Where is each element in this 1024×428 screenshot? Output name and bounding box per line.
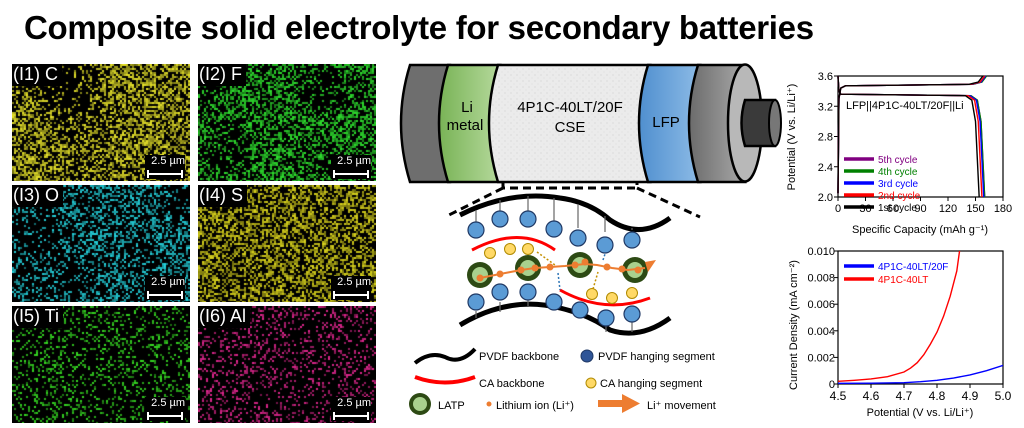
x-tick-label: 180 (994, 203, 1012, 215)
y-tick-label: 3.6 (818, 71, 833, 83)
anode-label-line1: Li (461, 99, 473, 116)
charge-discharge-chart: 0 30 60 90 120 150 180 2.0 2.4 2.8 3.2 3.6 5th cycle… (786, 71, 1012, 236)
chart2-y-axis-label: Current Density (mA cm⁻²) (788, 260, 800, 390)
chart1-plot-area: 0 30 60 90 120 150 180 2.0 2.4 2.8 3.2 3.6 5th cycle… (818, 71, 1012, 215)
x-tick-label: 120 (939, 203, 957, 215)
x-tick-label: 30 (859, 203, 871, 215)
eds-map-aluminum: (I6) Al 2.5 µm (198, 306, 376, 423)
y-tick-label: 0.008 (807, 273, 835, 285)
eds-map-carbon: (I1) C 2.5 µm (12, 64, 190, 181)
y-tick-label: 3.2 (818, 101, 833, 113)
battery-terminal (740, 98, 782, 148)
cathode-label: LFP (652, 114, 680, 131)
legend-latp: LATP (438, 400, 465, 412)
y-tick-label: 2.4 (818, 162, 833, 174)
li-ion-swatch (486, 401, 492, 407)
scale-bar-label: 2.5 µm (337, 397, 371, 409)
x-tick-label: 4.8 (929, 389, 946, 403)
legend-lithium-ion: Lithium ion (Li⁺) (496, 400, 574, 412)
li-ion-path (476, 258, 656, 282)
series-line (838, 364, 1003, 384)
x-tick-label: 4.6 (863, 389, 880, 403)
series-line-discharge (837, 75, 980, 198)
eds-map-label: (I3) O (12, 185, 64, 207)
scale-bar-label: 2.5 µm (337, 276, 371, 288)
y-tick-label: 0.010 (807, 246, 835, 258)
page-title: Composite solid electrolyte for secondar… (24, 9, 814, 46)
legend-pvdf-backbone: PVDF backbone (479, 351, 559, 363)
eds-map-oxygen: (I3) O 2.5 µm (12, 185, 190, 302)
electrolyte-label-line1: 4P1C-40LT/20F (517, 99, 623, 116)
x-tick-label: 4.7 (896, 389, 913, 403)
legend-entry: 5th cycle (878, 155, 918, 166)
chart1-y-axis-label: Potential (V vs. Li/Li⁺) (786, 84, 798, 191)
pvdf-hanging-segments (467, 210, 641, 327)
scale-bar-label: 2.5 µm (151, 155, 185, 167)
ca-backbone-swatch (414, 375, 476, 385)
ca-hanging-segments (484, 243, 638, 304)
eds-map-label: (I2) F (198, 64, 246, 86)
li-movement-arrow-icon (598, 394, 640, 413)
legend-entry: 2nd cycle (878, 191, 921, 202)
battery-schematic: Li metal 4P1C-40LT/20F CSE LFP (399, 63, 782, 415)
y-tick-label: 2.8 (818, 132, 833, 144)
x-tick-label: 4.5 (830, 389, 847, 403)
chart1-annotation: LFP||4P1C-40LT/20F||Li (846, 100, 964, 112)
x-tick-label: 4.9 (962, 389, 979, 403)
battery-left-cap (399, 63, 452, 184)
scale-bar-label: 2.5 µm (151, 276, 185, 288)
scale-bar-label: 2.5 µm (151, 397, 185, 409)
electrolyte-label-line2: CSE (555, 119, 586, 136)
y-tick-label: 0.004 (807, 326, 835, 338)
legend-ca-hanging: CA hanging segment (600, 378, 702, 390)
eds-map-titanium: (I5) Ti 2.5 µm (12, 306, 190, 423)
lsv-chart: 4.5 4.6 4.7 4.8 4.9 5.0 0 0.002 0.004 0.006 0.008 0… (788, 246, 1012, 419)
x-tick-label: 150 (966, 203, 984, 215)
eds-map-label: (I4) S (198, 185, 248, 207)
chart2-plot-area: 4.5 4.6 4.7 4.8 4.9 5.0 0 0.002 0.004 0.006 0.008 0… (807, 246, 1011, 403)
y-tick-label: 2.0 (818, 192, 833, 204)
series-line (838, 251, 961, 383)
scale-bar: 2.5 µm (145, 397, 185, 421)
pvdf-hanging-swatch (580, 349, 594, 363)
x-tick-label: 0 (835, 203, 841, 215)
legend-entry: 3rd cycle (878, 179, 918, 190)
legend-li-movement: Li⁺ movement (647, 400, 716, 412)
chart1-x-axis-label: Specific Capacity (mAh g⁻¹) (852, 224, 988, 236)
x-tick-label: 5.0 (995, 389, 1012, 403)
anode-label-line2: metal (447, 117, 484, 134)
x-tick-label: 60 (887, 203, 899, 215)
x-tick-label: 90 (914, 203, 926, 215)
chart2-x-axis-label: Potential (V vs. Li/Li⁺) (867, 407, 974, 419)
y-tick-label: 0.006 (807, 299, 835, 311)
y-tick-label: 0 (829, 379, 835, 391)
legend-ca-backbone: CA backbone (479, 378, 544, 390)
scale-bar: 2.5 µm (145, 155, 185, 179)
scale-bar: 2.5 µm (145, 276, 185, 300)
y-tick-label: 0.002 (807, 352, 835, 364)
legend-entry: 4P1C-40LT (878, 275, 928, 286)
schematic-legend: PVDF backbone PVDF hanging segment CA ba… (409, 347, 716, 415)
scale-bar-label: 2.5 µm (337, 155, 371, 167)
eds-map-label: (I1) C (12, 64, 62, 86)
battery-electrolyte-cse: 4P1C-40LT/20F CSE (487, 63, 652, 184)
eds-map-label: (I5) Ti (12, 306, 64, 328)
eds-map-fluorine: (I2) F 2.5 µm (198, 64, 376, 181)
chart2-frame (837, 250, 1004, 385)
scale-bar: 2.5 µm (331, 155, 371, 179)
legend-pvdf-hanging: PVDF hanging segment (598, 351, 715, 363)
eds-map-sulfur: (I4) S 2.5 µm (198, 185, 376, 302)
ca-hanging-swatch (585, 377, 597, 389)
molecular-schematic (458, 193, 672, 336)
scale-bar: 2.5 µm (331, 397, 371, 421)
eds-map-label: (I6) Al (198, 306, 251, 328)
eds-map-grid: (I1) C 2.5 µm (I2) F 2.5 µm (I3) O 2.5 µ… (12, 64, 382, 424)
scale-bar: 2.5 µm (331, 276, 371, 300)
zoom-indicator-lines (444, 182, 701, 219)
series-line-charge (837, 75, 984, 194)
legend-entry: 4th cycle (878, 167, 918, 178)
legend-entry: 1st cycle (878, 203, 917, 214)
legend-entry: 4P1C-40LT/20F (878, 262, 948, 273)
pvdf-backbone-swatch (413, 347, 477, 365)
